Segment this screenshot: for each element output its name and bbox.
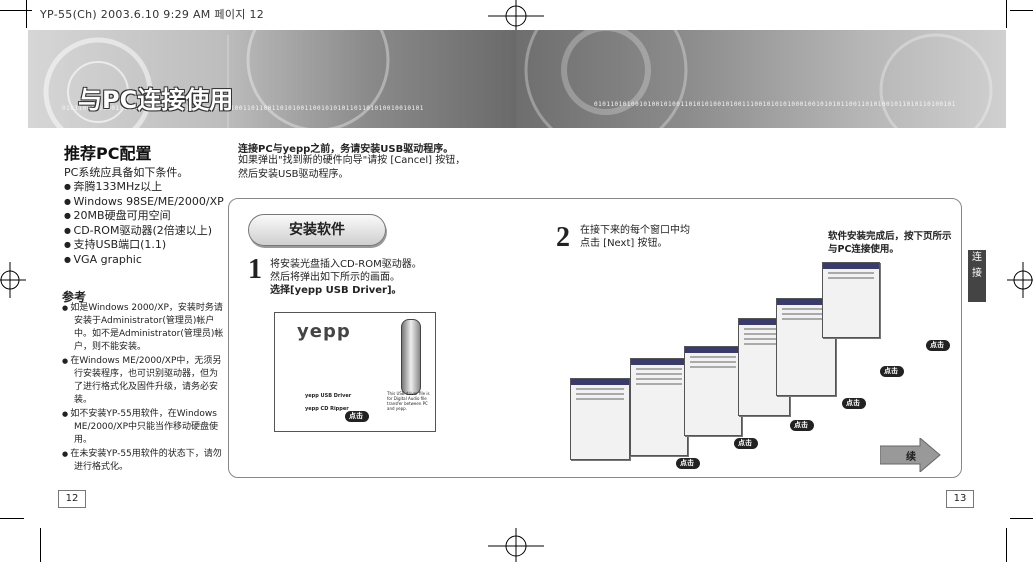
install-frame [228,198,962,478]
banner-decoration [524,30,993,128]
wizard-window-2 [630,358,688,456]
notes-heading: 参考 [62,290,87,304]
crop-mark [1010,518,1033,519]
step1-line: 将安装光盘插入CD-ROM驱动器。 [270,259,422,270]
player-image [401,319,421,395]
crop-mark [1010,10,1033,11]
list-item: 在Windows ME/2000/XP中，无须另行安装程序，也可识别驱动器，但为… [62,355,226,407]
list-item: 如不安装YP-55用软件，在Windows ME/2000/XP中只能当作移动硬… [62,408,226,447]
screenshot-caption: This USB driver file is for Digital Audi… [387,391,430,411]
banner-decoration [43,30,390,128]
side-tab: 连接 [968,250,986,302]
menu-usb-driver[interactable]: yepp USB Driver [305,393,352,399]
banner-right: 0101101010010100101001101010100101001110… [516,30,1006,128]
requirements-heading: 推荐PC配置 [64,144,152,163]
step1-line: 选择[yepp USB Driver]。 [270,285,402,296]
binary-strip: 0101100101100101100101011011101010010010… [62,105,424,112]
list-item: Windows 98SE/ME/2000/XP [64,195,224,210]
registration-mark-bottom [488,528,544,562]
click-badge: 点击 [345,411,369,422]
step1-line: 然后将弹出如下所示的画面。 [270,272,400,283]
step2-text: 在接下来的每个窗口中均 点击 [Next] 按钮。 [580,224,730,250]
step-number-1: 1 [248,254,262,285]
list-item: 支持USB端口(1.1) [64,238,224,253]
crop-mark [40,528,41,562]
step1-text: 将安装光盘插入CD-ROM驱动器。 然后将弹出如下所示的画面。 选择[yepp … [270,258,470,297]
wizard-window-1 [570,378,630,460]
list-item: 奔腾133MHz以上 [64,180,224,195]
step2-line: 在接下来的每个窗口中均 [580,225,690,236]
continue-arrow[interactable]: 续 [880,438,942,472]
registration-mark-right [1007,262,1033,298]
arrow-right-icon [880,438,941,472]
completion-note: 软件安装完成后，按下页所示与PC连接使用。 [828,231,952,255]
click-badge: 点击 [734,438,758,449]
crop-mark [1006,0,1007,28]
print-header: YP-55(Ch) 2003.6.10 9:29 AM 페이지 12 [40,8,265,21]
install-label: 安装软件 [248,214,386,246]
wizard-window-3 [684,346,742,436]
list-item: CD-ROM驱动器(2倍速以上) [64,224,224,239]
installer-screenshot: yepp yepp USB Driver yepp CD Ripper This… [274,312,436,432]
warning-heading: 连接PC与yepp之前，务请安装USB驱动程序。 [238,144,454,155]
page-title: 与PC连接使用 [78,86,234,114]
warning-text: 如果弹出"找到新的硬件向导"请按 [Cancel] 按钮，然后安装USB驱动程序… [238,155,466,180]
crop-mark [1006,528,1007,562]
page-number-right: 13 [946,490,974,508]
requirements-intro: PC系统应具备如下条件。 [64,166,189,179]
click-badge: 点击 [790,420,814,431]
step-number-2: 2 [556,222,570,253]
notes-list: 如是Windows 2000/XP，安装时务请安装于Administrator(… [62,302,226,475]
crop-mark [0,10,32,11]
page-number-left: 12 [58,490,86,508]
registration-mark-left [0,262,26,298]
click-badge: 点击 [880,366,904,377]
requirements-list: 奔腾133MHz以上 Windows 98SE/ME/2000/XP 20MB硬… [64,180,224,267]
list-item-continuation: 在未安装YP-55用软件的状态下，请勿进行格式化。 [62,448,226,474]
list-item: 20MB硬盘可用空间 [64,209,224,224]
list-item: VGA graphic [64,253,224,268]
registration-mark-top [488,0,544,34]
banner-left: 0101100101100101100101011011101010010010… [28,30,516,128]
binary-strip: 0101101010010100101001101010100101001110… [594,101,956,108]
menu-cd-ripper[interactable]: yepp CD Ripper [305,406,349,412]
list-item: 如是Windows 2000/XP，安装时务请安装于Administrator(… [62,302,226,354]
crop-mark [26,0,27,28]
crop-mark [0,518,24,519]
step2-line: 点击 [Next] 按钮。 [580,238,668,249]
click-badge: 点击 [842,398,866,409]
wizard-window-6 [822,262,880,338]
click-badge: 点击 [926,340,950,351]
yepp-logo: yepp [297,321,351,342]
continuation-text: 在未安装YP-55用软件的状态下，请勿进行格式化。 [70,449,222,472]
click-badge: 点击 [676,458,700,469]
continue-label: 续 [906,452,916,463]
